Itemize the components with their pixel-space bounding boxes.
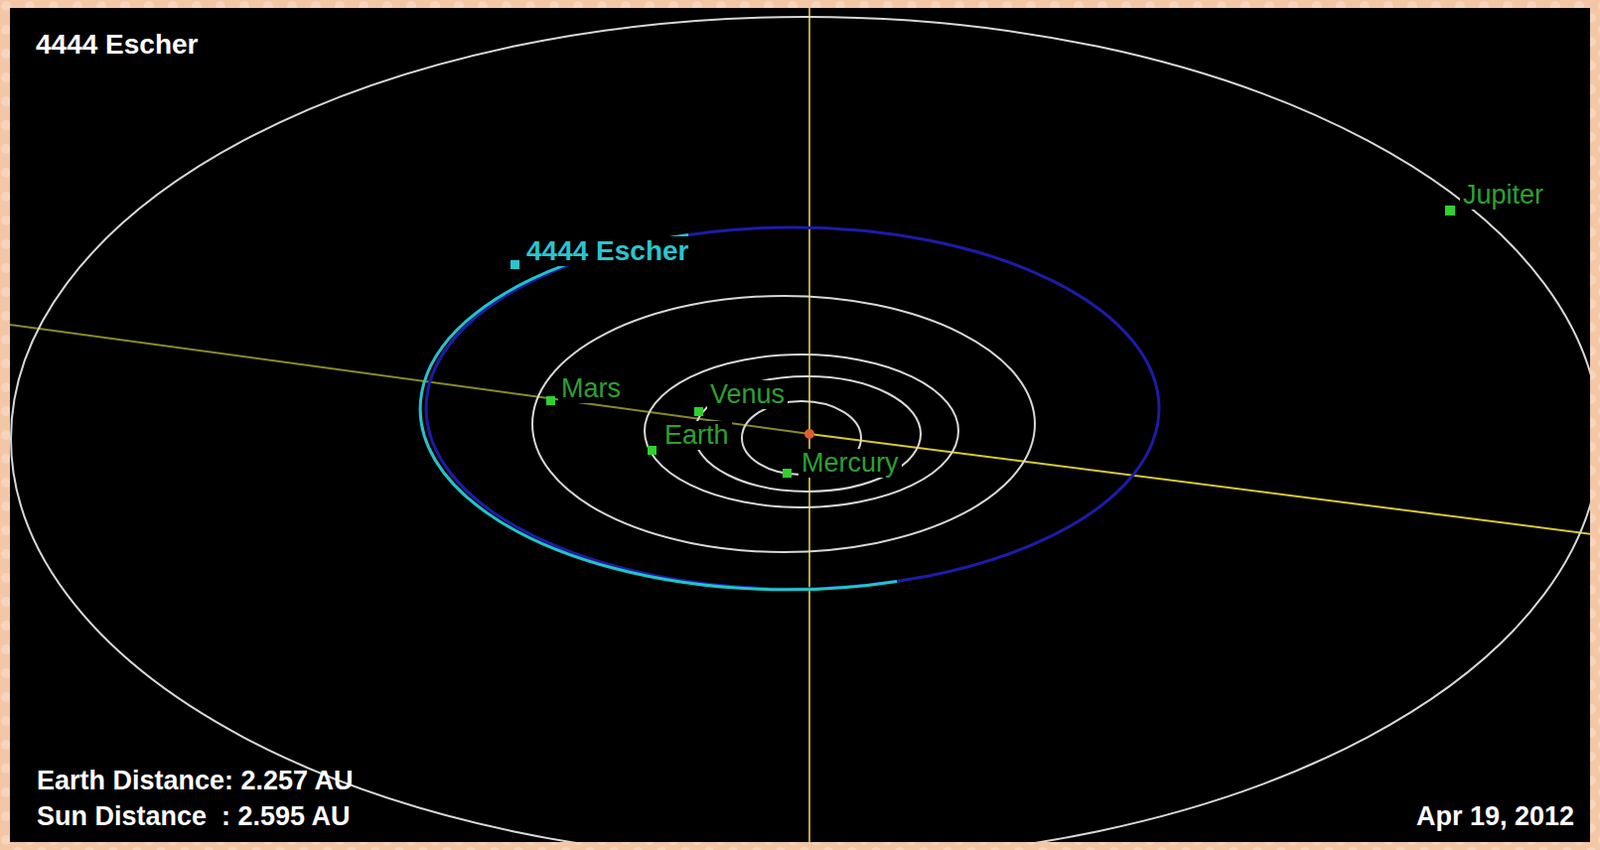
- asteroid-label: 4444 Escher: [523, 236, 692, 267]
- planet-label: Venus: [707, 380, 788, 410]
- planet-label: Mars: [558, 374, 624, 404]
- venus-dot: [694, 407, 704, 417]
- distance-readout: Earth Distance: 2.257 AU: [33, 766, 357, 796]
- jupiter-orbit: [10, 16, 1591, 843]
- mars-orbit: [532, 295, 1035, 553]
- jupiter-dot: [1445, 205, 1455, 216]
- ecliptic-line-back: [9, 324, 810, 435]
- planet-label: Earth: [661, 421, 732, 450]
- date-stamp: Apr 19, 2012: [1413, 802, 1578, 832]
- ecliptic-line-front: [809, 434, 1591, 536]
- earth-orbit: [644, 354, 959, 508]
- sun: [804, 429, 815, 439]
- planet-label: Mercury: [798, 448, 902, 478]
- vertical-axis: [808, 7, 811, 843]
- mars-dot: [546, 396, 556, 406]
- planet-label: Jupiter: [1459, 180, 1547, 210]
- escher-orbit-below: [426, 227, 1160, 589]
- asteroid-dot: [510, 260, 520, 270]
- diagram-title: 4444 Escher: [32, 29, 201, 60]
- mercury-dot: [782, 468, 792, 478]
- escher-orbit-above: [420, 235, 897, 590]
- distance-readout: Sun Distance : 2.595 AU: [33, 802, 354, 832]
- earth-dot: [647, 445, 657, 455]
